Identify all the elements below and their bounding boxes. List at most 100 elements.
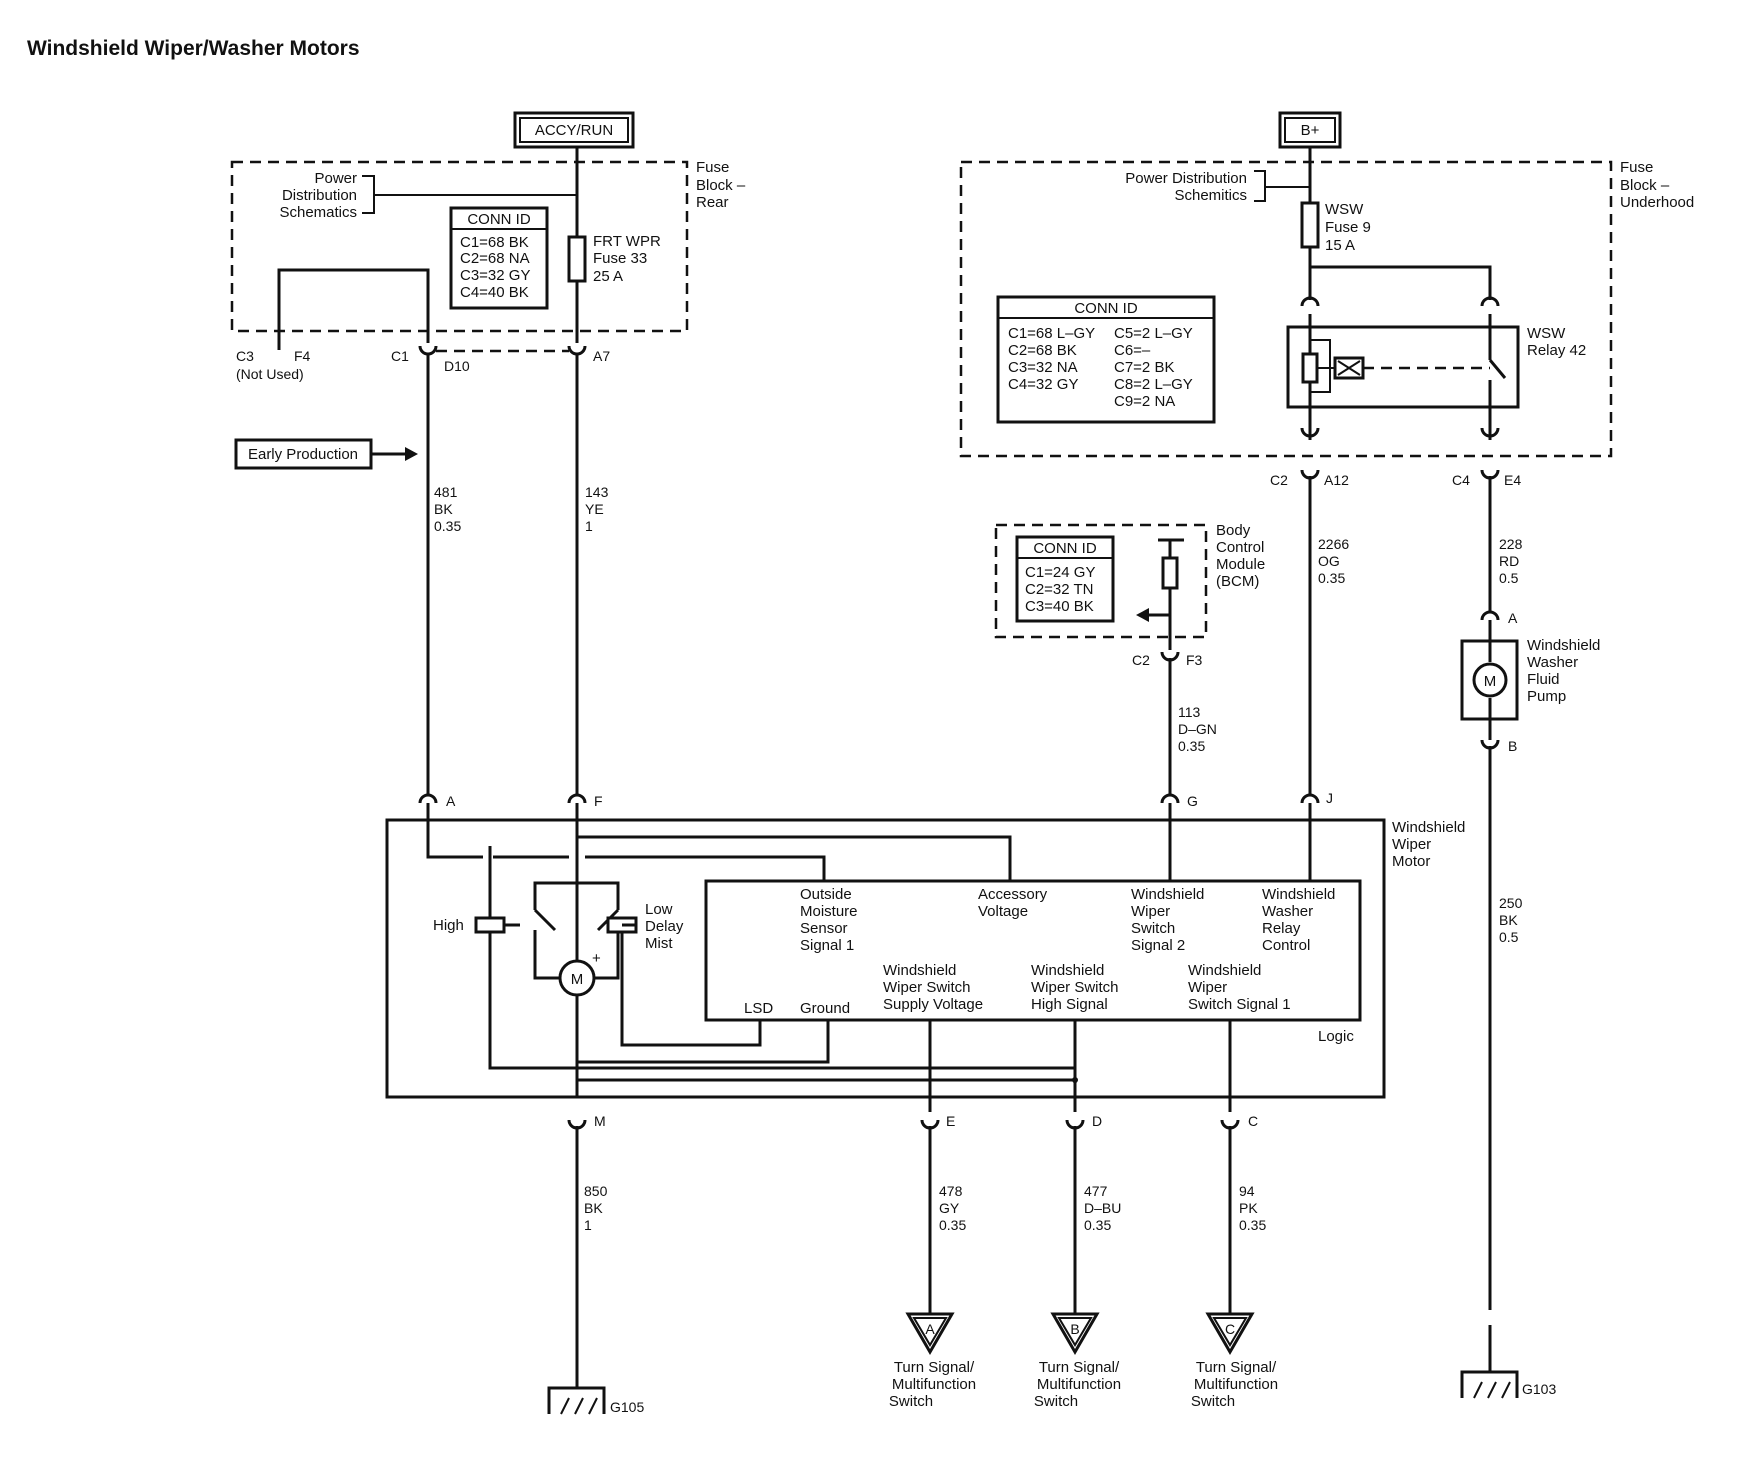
bcm-label: Body Control Module (BCM)	[1216, 522, 1265, 590]
svg-text:Turn Signal/: Turn Signal/	[894, 1359, 975, 1376]
fuse-block-rear-label: Fuse Block – Rear	[696, 159, 746, 211]
svg-text:0.35: 0.35	[1084, 1217, 1111, 1233]
svg-text:Windshield: Windshield	[1188, 962, 1261, 979]
motor-bottom-connectors: M E D C	[567, 1113, 1258, 1130]
svg-text:C2: C2	[1270, 472, 1288, 488]
svg-text:Wiper: Wiper	[1188, 979, 1227, 996]
svg-text:0.35: 0.35	[1178, 738, 1205, 754]
svg-text:Windshield: Windshield	[883, 962, 956, 979]
svg-text:A: A	[925, 1321, 935, 1337]
svg-text:F4: F4	[294, 348, 311, 364]
svg-text:Module: Module	[1216, 556, 1265, 573]
wsw-fuse: WSW Fuse 9 15 A	[1300, 201, 1371, 254]
svg-text:Voltage: Voltage	[978, 903, 1028, 920]
power-distribution-rear: Power Distribution Schematics	[279, 170, 577, 221]
conn-id-bcm: CONN ID C1=24 GY C2=32 TN C3=40 BK	[1015, 535, 1115, 623]
svg-text:477: 477	[1084, 1183, 1108, 1199]
svg-text:Relay: Relay	[1262, 920, 1301, 937]
svg-text:Relay 42: Relay 42	[1527, 342, 1586, 359]
svg-text:0.35: 0.35	[1239, 1217, 1266, 1233]
svg-text:G103: G103	[1522, 1381, 1556, 1397]
svg-text:C5=2 L–GY: C5=2 L–GY	[1114, 325, 1193, 342]
a7-connector	[567, 345, 587, 356]
svg-text:0.35: 0.35	[434, 518, 461, 534]
svg-text:Windshield: Windshield	[1031, 962, 1104, 979]
wire-228-label: 228 RD 0.5	[1499, 536, 1523, 586]
svg-text:Outside: Outside	[800, 886, 852, 903]
fuse-block-underhood-label: Fuse Block – Underhood	[1620, 159, 1694, 211]
svg-text:Ground: Ground	[800, 1000, 850, 1017]
offpage-connector-b: B Turn Signal/ Multifunction Switch	[1034, 1312, 1121, 1410]
svg-text:Fuse 33: Fuse 33	[593, 250, 647, 267]
svg-text:BK: BK	[1499, 912, 1518, 928]
svg-text:Underhood: Underhood	[1620, 194, 1694, 211]
low-delay-mist-label: Low Delay Mist	[645, 901, 684, 952]
accy-run-source: ACCY/RUN	[513, 111, 635, 149]
svg-text:C3=32 NA: C3=32 NA	[1008, 359, 1078, 376]
svg-text:C8=2 L–GY: C8=2 L–GY	[1114, 376, 1193, 393]
svg-text:BK: BK	[434, 501, 453, 517]
svg-text:J: J	[1326, 790, 1333, 806]
svg-text:481: 481	[434, 484, 458, 500]
fuse-block-underhood-box	[959, 160, 1613, 458]
fuse-block-rear-box	[230, 160, 689, 333]
svg-text:C2=68 BK: C2=68 BK	[1008, 342, 1077, 359]
svg-text:15 A: 15 A	[1325, 237, 1355, 254]
svg-text:C4=32 GY: C4=32 GY	[1008, 376, 1078, 393]
svg-text:0.35: 0.35	[1318, 570, 1345, 586]
svg-text:Washer: Washer	[1262, 903, 1313, 920]
svg-text:C1=24 GY: C1=24 GY	[1025, 564, 1095, 581]
svg-text:Accessory: Accessory	[978, 886, 1048, 903]
svg-text:C: C	[1248, 1113, 1258, 1129]
bcm-output-circuit	[1136, 538, 1184, 650]
offpage-connector-c: C Turn Signal/ Multifunction Switch	[1191, 1312, 1278, 1410]
accy-run-label: ACCY/RUN	[535, 122, 613, 139]
svg-text:Fuse 9: Fuse 9	[1325, 219, 1371, 236]
svg-text:B: B	[1070, 1321, 1079, 1337]
svg-text:Control: Control	[1262, 937, 1310, 954]
svg-text:High Signal: High Signal	[1031, 996, 1108, 1013]
washer-fluid-pump: A M B Windshield Washer Fluid Pump	[1460, 610, 1600, 754]
svg-text:F3: F3	[1186, 652, 1203, 668]
svg-text:Wiper: Wiper	[1392, 836, 1431, 853]
svg-text:Switch Signal 1: Switch Signal 1	[1188, 996, 1291, 1013]
svg-text:478: 478	[939, 1183, 963, 1199]
svg-text:C2=68 NA: C2=68 NA	[460, 250, 530, 267]
logic-label: Logic	[1318, 1028, 1354, 1045]
svg-text:Body: Body	[1216, 522, 1251, 539]
pump-motor-symbol: M	[1484, 673, 1497, 690]
svg-text:Fuse: Fuse	[696, 159, 729, 176]
svg-text:94: 94	[1239, 1183, 1255, 1199]
svg-text:1: 1	[585, 518, 593, 534]
svg-text:CONN ID: CONN ID	[467, 211, 531, 228]
svg-text:M: M	[594, 1113, 606, 1129]
svg-text:C6=–: C6=–	[1114, 342, 1151, 359]
frt-wpr-fuse: FRT WPR Fuse 33 25 A	[567, 233, 661, 285]
wire-850-label: 850 BK 1	[584, 1183, 608, 1233]
svg-text:D: D	[1092, 1113, 1102, 1129]
wire-477-label: 477 D–BU 0.35	[1084, 1183, 1121, 1233]
high-label: High	[433, 917, 464, 934]
svg-text:1: 1	[584, 1217, 592, 1233]
wire-478-label: 478 GY 0.35	[939, 1183, 966, 1233]
svg-text:Mist: Mist	[645, 935, 673, 952]
svg-text:Power Distribution: Power Distribution	[1125, 170, 1247, 187]
svg-text:Wiper Switch: Wiper Switch	[883, 979, 971, 996]
svg-text:Motor: Motor	[1392, 853, 1430, 870]
svg-text:G105: G105	[610, 1399, 644, 1415]
ground-g105: G105	[547, 1386, 644, 1415]
wire-250-label: 250 BK 0.5	[1499, 895, 1523, 945]
wire-113-label: 113 D–GN 0.35	[1178, 704, 1217, 754]
svg-text:Signal 1: Signal 1	[800, 937, 854, 954]
svg-text:25 A: 25 A	[593, 268, 623, 285]
logic-module	[704, 879, 1362, 1022]
wsw-relay: WSW Relay 42	[1286, 296, 1586, 440]
svg-text:Fuse: Fuse	[1620, 159, 1653, 176]
svg-text:C4: C4	[1452, 472, 1470, 488]
svg-text:PK: PK	[1239, 1200, 1258, 1216]
svg-text:Switch: Switch	[1131, 920, 1175, 937]
svg-text:Windshield: Windshield	[1131, 886, 1204, 903]
svg-text:0.5: 0.5	[1499, 570, 1519, 586]
svg-text:A: A	[446, 793, 456, 809]
